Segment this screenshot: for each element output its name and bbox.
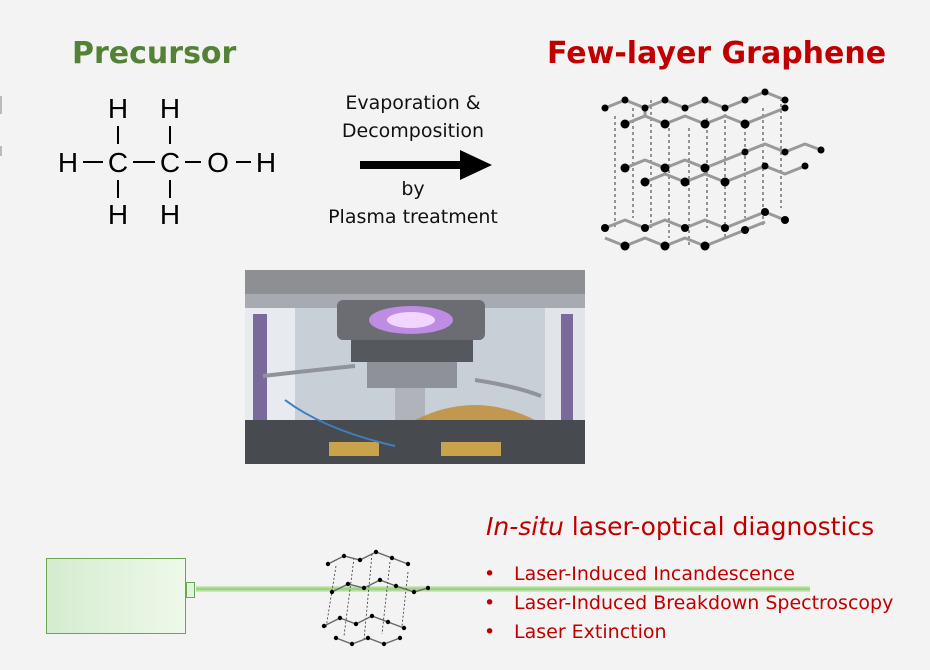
diagnostics-title: In-situ laser-optical diagnostics bbox=[486, 512, 874, 541]
process-text-line: by bbox=[401, 178, 425, 200]
atom-o: O bbox=[207, 147, 229, 178]
graphene-lattice-small-image bbox=[321, 549, 430, 647]
bullet-icon: • bbox=[484, 621, 496, 643]
bullet-icon: • bbox=[484, 563, 496, 585]
ethanol-structure: H H H C C O H H H bbox=[58, 93, 276, 230]
diagnostics-title-italic: In-situ bbox=[486, 512, 564, 541]
precursor-title: Precursor bbox=[72, 36, 237, 71]
process-arrow-icon bbox=[360, 150, 492, 180]
edge-marker bbox=[0, 146, 2, 156]
atom-h: H bbox=[108, 93, 128, 124]
laser-source-box bbox=[46, 558, 186, 634]
diagnostics-title-rest: laser-optical diagnostics bbox=[563, 512, 875, 541]
list-item: • Laser Extinction bbox=[484, 618, 893, 647]
atom-c: C bbox=[108, 147, 128, 178]
atom-c: C bbox=[160, 147, 180, 178]
atom-h: H bbox=[160, 93, 180, 124]
process-text-line: Evaporation & bbox=[345, 92, 481, 114]
diagnostics-list: • Laser-Induced Incandescence • Laser-Indu… bbox=[484, 560, 893, 647]
list-item: • Laser-Induced Incandescence bbox=[484, 560, 893, 589]
atom-h: H bbox=[108, 199, 128, 230]
list-item-label: Laser-Induced Breakdown Spectroscopy bbox=[514, 592, 894, 614]
edge-marker bbox=[0, 96, 2, 114]
list-item-label: Laser-Induced Incandescence bbox=[514, 563, 795, 585]
laser-aperture bbox=[186, 582, 195, 598]
list-item: • Laser-Induced Breakdown Spectroscopy bbox=[484, 589, 893, 618]
graphene-title: Few-layer Graphene bbox=[547, 36, 887, 71]
process-text-line: Decomposition bbox=[341, 120, 485, 142]
bullet-icon: • bbox=[484, 592, 496, 614]
graphene-lattice-image bbox=[601, 88, 825, 251]
list-item-label: Laser Extinction bbox=[514, 621, 667, 643]
process-text-line: Plasma treatment bbox=[328, 206, 498, 228]
plasma-reactor-photo bbox=[245, 270, 585, 464]
atom-h: H bbox=[256, 147, 276, 178]
atom-h: H bbox=[160, 199, 180, 230]
laser-beam bbox=[196, 586, 810, 592]
atom-h: H bbox=[58, 147, 78, 178]
